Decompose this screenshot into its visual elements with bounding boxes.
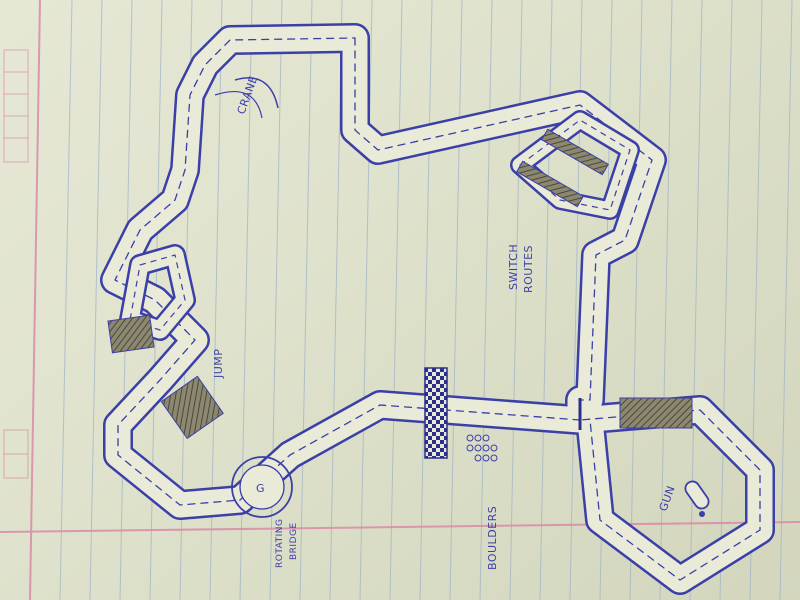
label-gun: GUN <box>657 484 678 513</box>
gun-icon <box>683 479 712 517</box>
start-finish-line <box>425 368 447 458</box>
label-boulders: BOULDERS <box>486 506 499 570</box>
jump-ramp-1 <box>108 315 154 353</box>
margin-boxes <box>4 50 28 478</box>
label-crane: CRANE <box>235 74 261 116</box>
boulders-marker <box>467 435 497 461</box>
label-bridge: BRIDGE <box>289 522 299 560</box>
rotating-bridge: G <box>232 457 292 517</box>
gun-block <box>620 398 692 428</box>
label-jump: JUMP <box>212 349 225 379</box>
label-switch-routes-1: SWITCH <box>507 244 520 290</box>
rotating-bridge-glyph: G <box>256 482 265 495</box>
label-rotating: ROTATING <box>275 519 285 568</box>
label-switch-routes-2: ROUTES <box>522 245 535 293</box>
